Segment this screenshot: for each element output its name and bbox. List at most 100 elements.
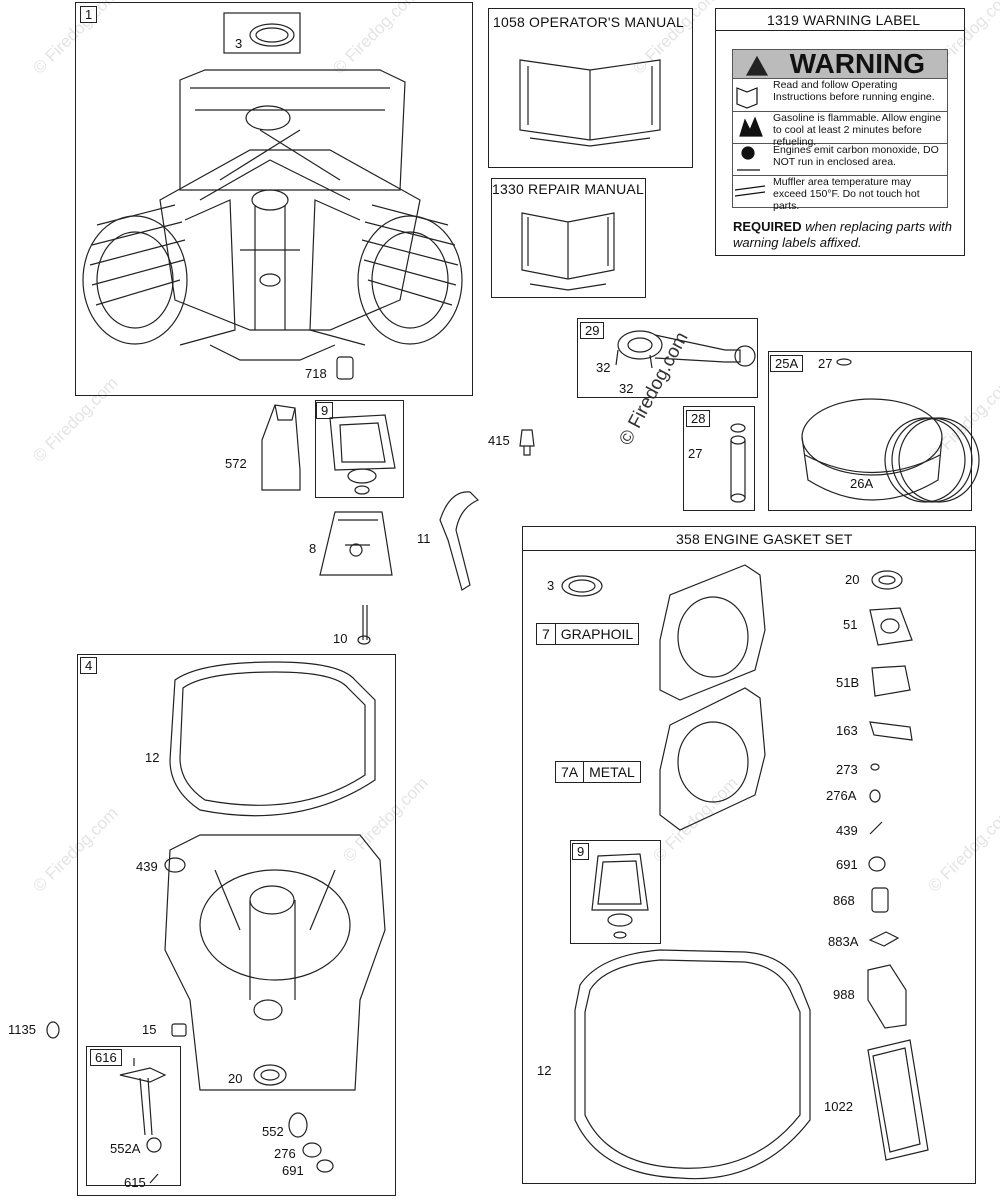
gasket-label-439: 439 bbox=[836, 823, 858, 838]
gasket-set-seal-3 bbox=[561, 575, 603, 597]
part-15-plug bbox=[171, 1023, 187, 1037]
gasket-set-part-51b bbox=[871, 665, 911, 697]
engine-gasket-set-box bbox=[522, 526, 976, 1184]
operators-manual-box bbox=[488, 8, 693, 168]
label-27-clip: 27 bbox=[818, 356, 833, 371]
box-number-4: 4 bbox=[80, 657, 98, 674]
label-15: 15 bbox=[142, 1022, 157, 1037]
label-572: 572 bbox=[225, 456, 247, 471]
piston-box bbox=[768, 351, 972, 511]
label-691: 691 bbox=[282, 1163, 304, 1178]
part-1135-washer bbox=[46, 1021, 60, 1039]
box-number-9b: 9 bbox=[572, 843, 590, 860]
gasket-label-163: 163 bbox=[836, 723, 858, 738]
label-415: 415 bbox=[488, 433, 510, 448]
warning-row-hot-muffler: Muffler area temperature may exceed 150°… bbox=[732, 176, 948, 212]
piston-pin-drawing bbox=[730, 423, 746, 503]
gasket-kit-box-top bbox=[315, 400, 404, 498]
label-20: 20 bbox=[228, 1071, 243, 1086]
gasket-set-part-439 bbox=[869, 821, 883, 835]
crankcase-box bbox=[77, 654, 396, 1196]
head-gasket-graphoil bbox=[659, 564, 766, 701]
operators-manual-title: 1058 OPERATOR'S MANUAL bbox=[493, 14, 684, 30]
label-26a: 26A bbox=[850, 476, 874, 491]
warning-triangle-icon bbox=[745, 55, 769, 76]
label-32a: 32 bbox=[596, 360, 611, 375]
gasket-label-51b: 51B bbox=[836, 675, 860, 690]
label-615: 615 bbox=[124, 1175, 146, 1190]
label-27-pin: 27 bbox=[688, 446, 703, 461]
piston-drawing bbox=[801, 358, 980, 503]
label-3: 3 bbox=[235, 36, 243, 51]
part-10-dipstick bbox=[362, 605, 368, 640]
connecting-rod-drawing bbox=[615, 330, 756, 369]
warning-heading: WARNING bbox=[732, 49, 948, 79]
part-11-hose bbox=[439, 491, 480, 591]
label-1135: 1135 bbox=[8, 1022, 36, 1037]
box-number-29: 29 bbox=[580, 322, 605, 339]
governor-drawing bbox=[119, 1058, 167, 1153]
warning-row-manual: Read and follow Operating Instructions b… bbox=[732, 79, 948, 112]
label-552a: 552A bbox=[110, 1141, 141, 1156]
warning-row-carbon-monoxide: Engines emit carbon monoxide, DO NOT run… bbox=[732, 144, 948, 176]
gasket-label-20: 20 bbox=[845, 572, 860, 587]
gasket-label-273: 273 bbox=[836, 762, 858, 777]
box-number-28: 28 bbox=[686, 410, 711, 427]
gasket-label-1022: 1022 bbox=[824, 1099, 853, 1114]
title-underline bbox=[715, 30, 965, 31]
gasket-set-part-988 bbox=[867, 964, 907, 1029]
warning-row-gasoline: Gasoline is flammable. Allow engine to c… bbox=[732, 112, 948, 148]
gasket-set-part-51 bbox=[869, 607, 913, 646]
gasket-set-part-276a bbox=[869, 789, 881, 803]
label-12: 12 bbox=[145, 750, 160, 765]
gasket-label-3: 3 bbox=[547, 578, 555, 593]
gasket-kit-drawing-bottom bbox=[591, 853, 649, 939]
part-415-fitting bbox=[519, 429, 535, 456]
gasket-label-51: 51 bbox=[843, 617, 858, 632]
repair-manual-box bbox=[491, 178, 646, 298]
piston-rings bbox=[884, 417, 966, 503]
graphoil-number: 7 bbox=[542, 626, 550, 642]
connecting-rod-box bbox=[577, 318, 758, 398]
repair-manual-title: 1330 REPAIR MANUAL bbox=[492, 181, 644, 197]
gasket-set-crankcase-gasket-12 bbox=[574, 949, 811, 1180]
label-8: 8 bbox=[309, 541, 317, 556]
gasket-label-12: 12 bbox=[537, 1063, 552, 1078]
part-8-breather bbox=[319, 511, 393, 576]
label-10: 10 bbox=[333, 631, 348, 646]
label-552: 552 bbox=[262, 1124, 284, 1139]
gasket-label-276a: 276A bbox=[826, 788, 857, 803]
part-572-bracket bbox=[261, 404, 301, 491]
part-439-o-ring bbox=[164, 857, 186, 873]
label-439: 439 bbox=[136, 859, 158, 874]
box-number-25a: 25A bbox=[770, 355, 804, 372]
label-32b: 32 bbox=[619, 381, 634, 396]
gasket-label-988: 988 bbox=[833, 987, 855, 1002]
warning-label-title: 1319 WARNING LABEL bbox=[767, 12, 921, 28]
operators-manual-book bbox=[519, 59, 661, 147]
box-number-9: 9 bbox=[316, 402, 334, 419]
head-gasket-metal bbox=[659, 687, 766, 831]
piston-pin-box bbox=[683, 406, 755, 511]
box-number-616: 616 bbox=[90, 1049, 122, 1066]
crankcase-drawing bbox=[164, 834, 386, 1091]
gasket-set-part-273 bbox=[870, 763, 880, 771]
required-text: when replacing parts with warning labels… bbox=[733, 219, 952, 250]
label-276: 276 bbox=[274, 1146, 296, 1161]
gasket-set-part-163 bbox=[869, 721, 913, 741]
cylinder-block-box bbox=[75, 2, 473, 396]
part-276 bbox=[302, 1142, 322, 1158]
gasket-set-part-883a bbox=[868, 931, 900, 947]
gasket-set-part-691 bbox=[868, 856, 886, 872]
part-615-pin bbox=[149, 1173, 159, 1184]
label-11: 11 bbox=[417, 531, 431, 546]
governor-box bbox=[86, 1046, 181, 1186]
engine-gasket-set-title: 358 ENGINE GASKET SET bbox=[676, 531, 853, 547]
warning-required-note: REQUIRED when replacing parts with warni… bbox=[733, 219, 963, 251]
gasket-label-691: 691 bbox=[836, 857, 858, 872]
required-keyword: REQUIRED bbox=[733, 219, 802, 234]
seal-part-3 bbox=[249, 23, 295, 47]
